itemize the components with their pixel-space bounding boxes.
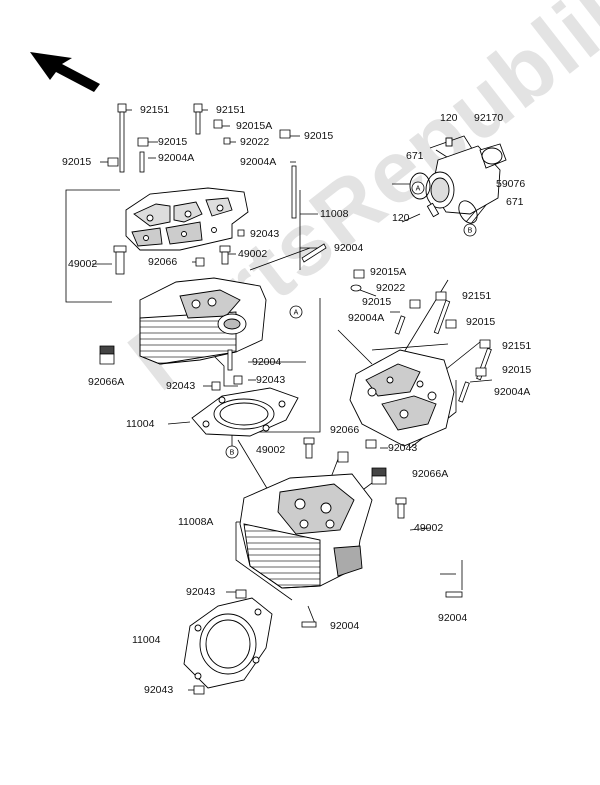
head-gasket-rear — [183, 597, 273, 689]
part-label: 49002 — [256, 444, 286, 456]
part-label: 120 — [392, 212, 410, 224]
part-label: 92022 — [240, 136, 270, 148]
cylinder-head-front — [139, 277, 267, 365]
part-label: 11008 — [320, 208, 349, 220]
part-label: 92151 — [216, 104, 246, 116]
part-label: 92004 — [330, 620, 360, 632]
part-label: 11008A — [178, 516, 214, 528]
part-label: 92015A — [236, 120, 273, 132]
part-label: 11004 — [126, 418, 155, 430]
part-label: 92004 — [334, 242, 364, 254]
part-label: 59076 — [496, 178, 526, 190]
part-label: 92066A — [88, 376, 125, 388]
part-label: 92151 — [462, 290, 492, 302]
intake-joint — [409, 137, 507, 224]
callout-markers — [225, 181, 477, 459]
part-label: 11004 — [132, 634, 161, 646]
part-label: 92015 — [158, 136, 188, 148]
part-label: 92015 — [62, 156, 92, 168]
part-label: 92043 — [186, 586, 216, 598]
part-label: 92004 — [438, 612, 468, 624]
part-label: 92015 — [304, 130, 334, 142]
part-label: 92170 — [474, 112, 504, 124]
part-label: 92043 — [388, 442, 418, 454]
part-label: 92022 — [376, 282, 406, 294]
part-label: 92151 — [502, 340, 532, 352]
part-label: 671 — [406, 150, 424, 162]
part-label: 49002 — [68, 258, 98, 270]
part-label: 92043 — [144, 684, 174, 696]
part-label: 92043 — [250, 228, 280, 240]
callout-b: B — [468, 228, 473, 235]
part-label: 92066 — [148, 256, 178, 268]
head-cover-rear — [349, 349, 455, 447]
part-label: 92004A — [494, 386, 531, 398]
part-label: 92015 — [502, 364, 532, 376]
part-label: 671 — [506, 196, 524, 208]
cylinder-head-rear — [239, 473, 373, 589]
part-label: 120 — [440, 112, 458, 124]
part-label: 49002 — [414, 522, 444, 534]
callout-a: A — [294, 310, 299, 317]
head-cover-front — [125, 187, 249, 251]
callout-a: A — [416, 186, 421, 193]
part-label: 92043 — [256, 374, 286, 386]
callout-b: B — [230, 450, 235, 457]
part-label: 92151 — [140, 104, 170, 116]
part-label: 49002 — [238, 248, 268, 260]
part-label: 92015A — [370, 266, 407, 278]
part-label: 92004 — [252, 356, 282, 368]
bolts — [99, 103, 492, 695]
part-label: 92015 — [466, 316, 496, 328]
part-label: 92004A — [348, 312, 385, 324]
part-label: 92004A — [240, 156, 277, 168]
part-label: 92066A — [412, 468, 449, 480]
part-label: 92004A — [158, 152, 195, 164]
part-label: 92066 — [330, 424, 360, 436]
part-label: 92043 — [166, 380, 196, 392]
direction-arrow-icon — [30, 52, 100, 92]
head-gasket-front — [191, 387, 299, 437]
part-label: 92015 — [362, 296, 392, 308]
